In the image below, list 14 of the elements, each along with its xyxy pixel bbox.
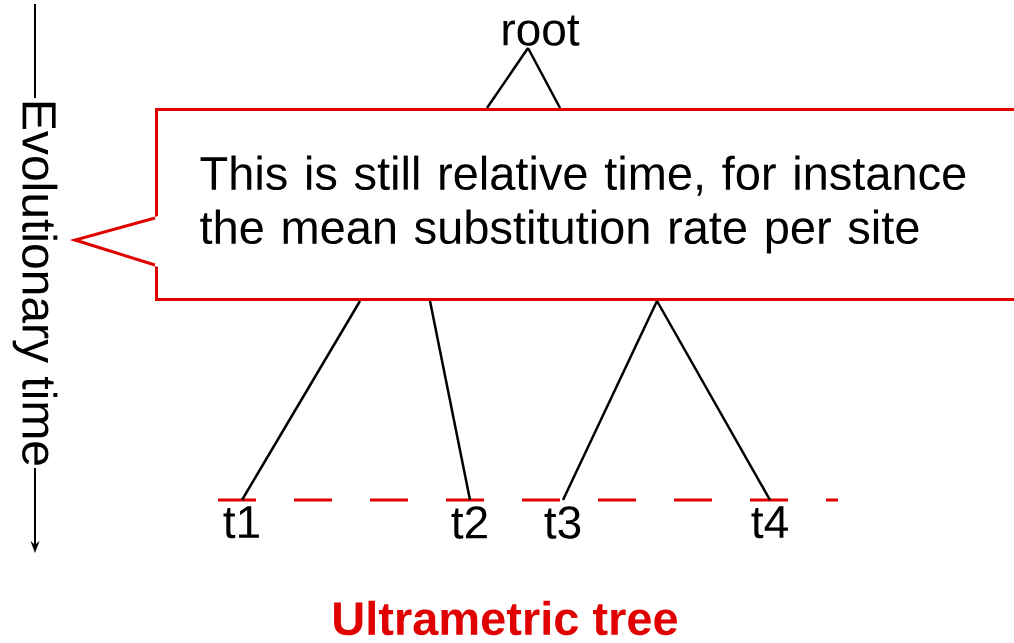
- leaf-label: t4: [751, 506, 788, 539]
- title: Ultrametric tree: [334, 600, 677, 636]
- axis-label: Evolutionary time: [11, 97, 59, 469]
- leaf-label: t1: [223, 506, 259, 539]
- tree-branch: [485, 47, 530, 109]
- leaf-label: t3: [544, 506, 581, 539]
- callout-box: This is still relative time, for instance the mean substitution rate per site: [69, 108, 1014, 301]
- root-label: root: [503, 15, 580, 46]
- tree-branch: [428, 300, 472, 501]
- tree-branch: [526, 47, 562, 109]
- leaf-label: t2: [451, 506, 487, 539]
- tree-branch: [655, 300, 772, 501]
- tree-branch: [561, 300, 659, 501]
- tree-branch: [240, 300, 362, 501]
